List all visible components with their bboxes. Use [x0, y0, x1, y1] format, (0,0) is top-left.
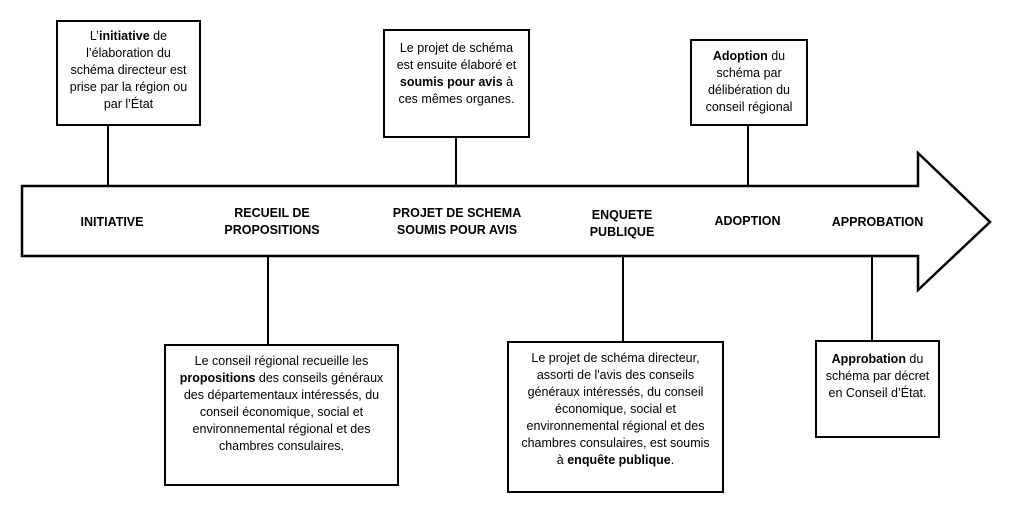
note-box-adoption: Adoption du schéma par délibération du c… [690, 39, 808, 126]
note-text: Le conseil régional recueille les [194, 354, 369, 368]
note-emphasis: propositions [179, 371, 256, 385]
note-emphasis: initiative [98, 29, 150, 43]
note-box-initiative: L’initiative de l’élaboration du schéma … [56, 20, 201, 126]
stage-label-approbation: APPROBATION [831, 215, 924, 229]
note-text: à ces mêmes organes. [398, 75, 515, 106]
note-emphasis: Adoption [712, 49, 768, 63]
note-emphasis: Approbation [831, 352, 906, 366]
note-text: du schéma par délibération du conseil ré… [705, 49, 793, 114]
note-text: du schéma par décret en Conseil d’État. [825, 352, 930, 400]
note-emphasis: soumis pour avis [399, 75, 503, 89]
stage-label-initiative: INITIATIVE [80, 215, 144, 229]
note-text: Le projet de schéma directeur, assorti d… [521, 351, 710, 467]
note-box-enquete: Le projet de schéma directeur, assorti d… [507, 341, 724, 493]
note-text: L’ [89, 29, 99, 43]
note-box-approbation: Approbation du schéma par décret en Cons… [815, 340, 940, 438]
note-text: Le projet de schéma est ensuite élaboré … [396, 41, 517, 72]
note-box-projet: Le projet de schéma est ensuite élaboré … [383, 29, 530, 138]
note-emphasis: enquête publique [567, 453, 671, 467]
note-text: . [670, 453, 675, 467]
note-text: de l’élaboration du schéma directeur est… [69, 29, 188, 111]
note-box-recueil: Le conseil régional recueille les propos… [164, 344, 399, 486]
stage-label-adoption: ADOPTION [714, 214, 781, 228]
note-text: des conseils généraux des départementaux… [183, 371, 384, 453]
timeline-arrow [20, 150, 992, 293]
